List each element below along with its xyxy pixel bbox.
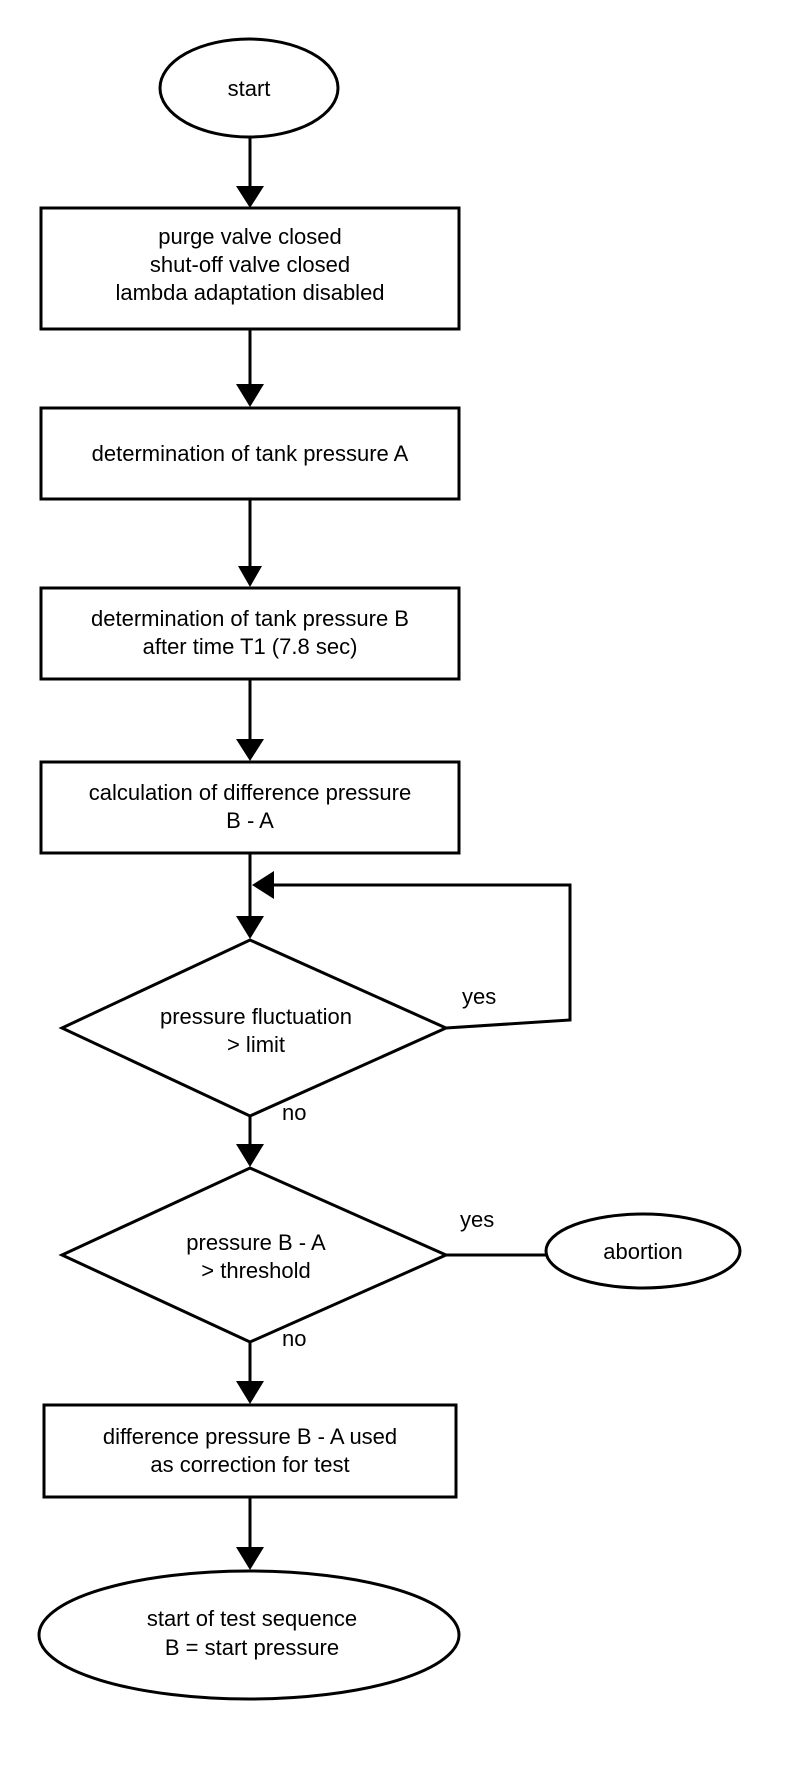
- tank-pressure-a-label: determination of tank pressure A: [92, 441, 409, 466]
- arrowhead-fluctuation: [236, 916, 264, 939]
- arrowhead-end: [236, 1547, 264, 1570]
- abortion-label: abortion: [603, 1239, 683, 1264]
- arrowhead-threshold: [236, 1144, 264, 1167]
- fluctuation-yes-label: yes: [462, 984, 496, 1009]
- tank-pressure-b-box: determination of tank pressure B after t…: [39, 586, 461, 681]
- end-line-1: start of test sequence: [147, 1606, 357, 1631]
- threshold-no-label: no: [282, 1326, 306, 1351]
- correction-box: difference pressure B - A used as correc…: [42, 1403, 458, 1499]
- arrowhead-correction: [236, 1381, 264, 1404]
- start-node: start: [158, 37, 340, 139]
- init-line-3: lambda adaptation disabled: [115, 280, 384, 305]
- pressure-fluctuation-decision: pressure fluctuation > limit: [58, 938, 450, 1118]
- fluctuation-line-1: pressure fluctuation: [160, 1004, 352, 1029]
- start-label: start: [228, 76, 271, 101]
- test-sequence-start-node: start of test sequence B = start pressur…: [37, 1569, 461, 1701]
- correction-line-1: difference pressure B - A used: [103, 1424, 397, 1449]
- correction-line-2: as correction for test: [150, 1452, 349, 1477]
- threshold-yes-label: yes: [460, 1207, 494, 1232]
- end-line-2: B = start pressure: [165, 1635, 339, 1660]
- init-line-2: shut-off valve closed: [150, 252, 350, 277]
- pressure-threshold-decision: pressure B - A > threshold: [58, 1166, 450, 1344]
- difference-line-2: B - A: [226, 808, 274, 833]
- arrowhead-difference: [236, 739, 264, 761]
- arrowhead-pressure-b: [238, 566, 262, 587]
- fluctuation-line-2: > limit: [227, 1032, 285, 1057]
- tank-pressure-a-box: determination of tank pressure A: [39, 406, 461, 501]
- arrowhead-loop-return: [252, 871, 274, 899]
- fluctuation-no-label: no: [282, 1100, 306, 1125]
- loop-fluctuation-yes: [270, 883, 572, 1030]
- tank-pressure-b-line-1: determination of tank pressure B: [91, 606, 409, 631]
- threshold-line-2: > threshold: [201, 1258, 310, 1283]
- arrowhead-init: [236, 186, 264, 208]
- init-line-1: purge valve closed: [158, 224, 341, 249]
- abortion-node: abortion: [544, 1212, 742, 1290]
- threshold-line-1: pressure B - A: [186, 1230, 326, 1255]
- init-conditions-box: purge valve closed shut-off valve closed…: [39, 206, 461, 331]
- difference-pressure-box: calculation of difference pressure B - A: [39, 760, 461, 855]
- arrowhead-pressure-a: [236, 384, 264, 407]
- tank-pressure-b-line-2: after time T1 (7.8 sec): [143, 634, 358, 659]
- difference-line-1: calculation of difference pressure: [89, 780, 411, 805]
